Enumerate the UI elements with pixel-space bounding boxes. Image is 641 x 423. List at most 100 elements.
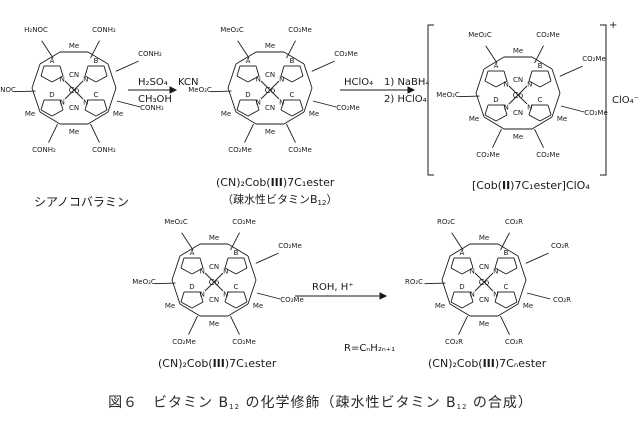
- cyano-bottom: CN: [69, 104, 79, 112]
- methyl: Me: [69, 42, 79, 50]
- c2-pre: [Cob(: [472, 179, 502, 192]
- methyl: Me: [513, 133, 523, 141]
- nitrogen: N: [279, 75, 284, 83]
- ring-bond: [303, 87, 313, 113]
- ring-bond: [449, 243, 471, 257]
- cobalt: Co: [479, 278, 490, 287]
- nitrogen: N: [504, 80, 509, 88]
- methyl: Me: [469, 115, 479, 123]
- pyrroline-bond: [180, 301, 193, 309]
- pyrroline-bond: [461, 301, 474, 309]
- pyrroline-bond: [247, 75, 260, 83]
- co-n-bond: [483, 272, 494, 283]
- nitrogen: N: [60, 99, 65, 107]
- pyrroline-bond: [291, 75, 304, 83]
- side-chain-bond: [458, 315, 468, 335]
- pyrroline-bond: [180, 291, 185, 303]
- ring-bond: [227, 243, 249, 257]
- side-chain-group: CO₂Me: [476, 151, 500, 159]
- pyrroline-bond: [494, 267, 507, 275]
- pyrroline-bond: [513, 257, 518, 269]
- ring-bond: [441, 279, 451, 305]
- counter-ion: ClO₄⁻: [612, 95, 639, 106]
- side-chain-bond: [492, 128, 502, 148]
- methyl: Me: [435, 302, 445, 310]
- ring-bond: [179, 243, 201, 257]
- side-chain-bond: [534, 128, 544, 148]
- cyano-top: CN: [479, 263, 489, 271]
- ring-bond: [475, 92, 485, 118]
- arrowhead-3: [379, 292, 388, 300]
- cyano-top: CN: [69, 71, 79, 79]
- cobalt: Co: [513, 91, 524, 100]
- co-n-bond: [260, 89, 271, 100]
- c4-post: )7Cₙester: [494, 357, 547, 370]
- nitrogen: N: [83, 75, 88, 83]
- side-chain-bond: [230, 232, 240, 251]
- side-chain-bond: [41, 40, 54, 59]
- reagent-ch3oh: CH₃OH: [138, 94, 172, 105]
- pyrroline-bond: [51, 109, 64, 117]
- reagent-h2so4: H₂SO₄: [138, 77, 168, 88]
- nitrogen: N: [504, 104, 509, 112]
- pyrroline-bond: [494, 301, 507, 309]
- note-compound-1: （疎水性ビタミンB12）: [222, 194, 337, 209]
- co-n-bond: [474, 272, 485, 283]
- side-chain-group: CO₂R: [445, 338, 463, 346]
- side-chain-bond: [154, 282, 176, 285]
- side-chain-bond: [244, 123, 254, 143]
- pyrroline-bond: [84, 65, 89, 77]
- pyrroline-bond: [180, 257, 185, 269]
- pyrroline-bond: [505, 301, 518, 309]
- pyrroline-bond: [191, 267, 204, 275]
- side-chain-bond: [48, 123, 58, 143]
- side-chain-group: H₂NOC: [0, 86, 16, 94]
- side-chain-bond: [90, 40, 100, 59]
- pyrroline-bond: [103, 65, 108, 77]
- co-n-bond: [213, 272, 224, 283]
- ring-label-c: C: [504, 283, 509, 291]
- bracket-right: [600, 24, 607, 176]
- pyrroline-bond: [235, 301, 248, 309]
- nitrogen: N: [83, 99, 88, 107]
- side-chain-bond: [256, 292, 281, 300]
- reagent-hclo4-2: 2) HClO₄: [384, 94, 427, 105]
- c4-ox: III: [482, 357, 495, 370]
- pyrroline-bond: [505, 267, 518, 275]
- pyrroline-bond: [280, 65, 285, 77]
- c1-note-pre: （疎水性ビタミンB: [222, 193, 318, 206]
- arrowhead-1: [169, 86, 178, 94]
- nitrogen: N: [200, 291, 205, 299]
- side-chain-group: CONH₂: [32, 146, 56, 154]
- co-n-bond: [64, 89, 75, 100]
- side-chain-group: CONH₂: [138, 50, 162, 58]
- pyrroline-bond: [236, 65, 241, 77]
- side-chain-group: CO₂Me: [232, 338, 256, 346]
- methyl: Me: [209, 320, 219, 328]
- cyano-top: CN: [209, 263, 219, 271]
- nitrogen: N: [279, 99, 284, 107]
- pyrroline-bond: [199, 291, 204, 303]
- ring-label-d: D: [459, 283, 464, 291]
- pyrroline-bond: [503, 104, 508, 116]
- c1-pre: (CN)₂Cob(: [216, 176, 271, 189]
- ring-label-b: B: [538, 62, 543, 70]
- ring-label-a: A: [190, 249, 195, 257]
- methyl: Me: [25, 110, 35, 118]
- ring-label-c: C: [290, 91, 295, 99]
- pyrroline-bond: [199, 257, 204, 269]
- name-cyanocobalamin: シアノコバラミン: [34, 195, 129, 209]
- pyrroline-bond: [450, 291, 455, 303]
- co-n-bond: [73, 89, 84, 100]
- ring-bond: [283, 51, 305, 65]
- ring-bond: [497, 243, 519, 257]
- side-chain-bond: [210, 90, 232, 93]
- r-definition: R=CₙH₂ₙ₊₁: [344, 343, 396, 354]
- side-chain-bond: [525, 252, 549, 264]
- side-chain-group: CO₂Me: [582, 55, 606, 63]
- name-compound-1: (CN)₂Cob(III)7C₁ester: [216, 177, 334, 189]
- pyrroline-bond: [40, 75, 53, 83]
- cyano-bottom: CN: [209, 296, 219, 304]
- ring-bond: [247, 255, 257, 281]
